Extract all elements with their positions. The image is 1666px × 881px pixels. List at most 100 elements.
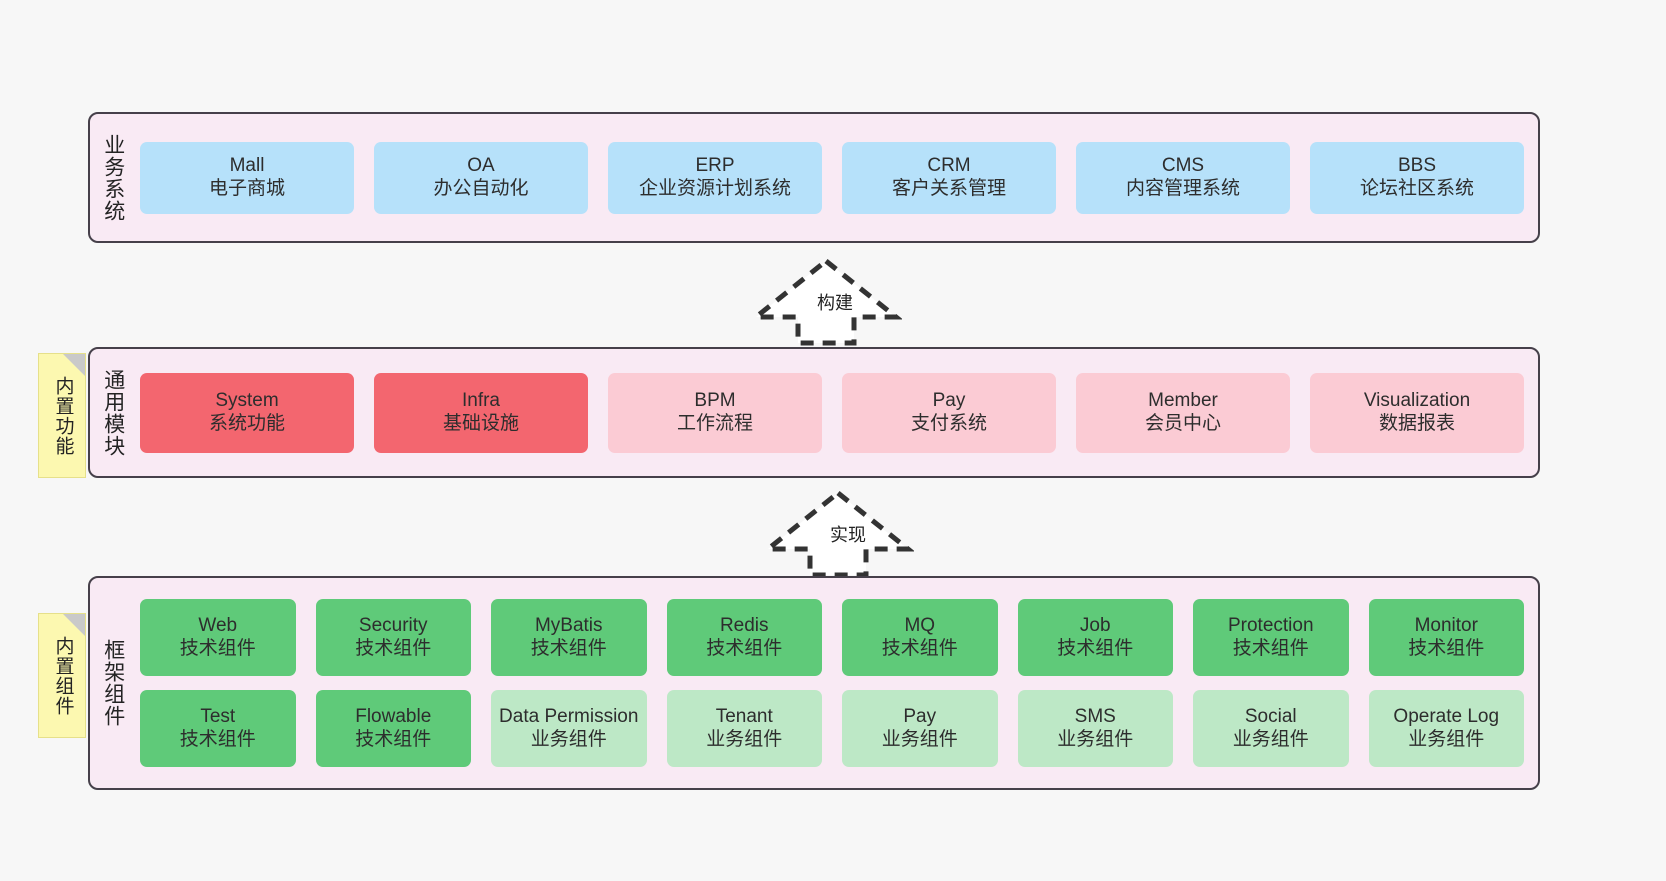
card-subtitle: 基础设施: [442, 412, 519, 434]
card-row-business: Test 技术组件 Flowable 技术组件 Data Permission …: [140, 690, 1524, 767]
card-title: System: [215, 389, 279, 411]
card-protection[interactable]: Protection 技术组件: [1193, 599, 1349, 676]
card-title: Redis: [719, 614, 769, 636]
card-row-technical: Web 技术组件 Security 技术组件 MyBatis 技术组件 Redi…: [140, 599, 1524, 676]
connector-arrow-implement: [762, 489, 914, 578]
card-title: BBS: [1397, 154, 1437, 176]
card-title: CRM: [927, 154, 971, 176]
note-label: 内置功能: [52, 375, 74, 456]
card-web[interactable]: Web 技术组件: [140, 599, 296, 676]
card-title: Pay: [932, 389, 966, 411]
card-monitor[interactable]: Monitor 技术组件: [1368, 599, 1524, 676]
arrow-outline: [762, 489, 914, 578]
card-pay-business[interactable]: Pay 业务组件: [842, 690, 998, 767]
card-title: Job: [1079, 614, 1111, 636]
card-sms[interactable]: SMS 业务组件: [1017, 690, 1173, 767]
card-subtitle: 数据报表: [1378, 412, 1455, 434]
layer-framework-components: 框架组件 Web 技术组件 Security 技术组件 MyBatis 技术组件…: [88, 576, 1540, 790]
card-member[interactable]: Member 会员中心: [1076, 372, 1290, 453]
card-subtitle: 企业资源计划系统: [638, 177, 791, 199]
card-erp[interactable]: ERP 企业资源计划系统: [608, 141, 822, 214]
card-title: Pay: [903, 705, 937, 727]
card-title: Data Permission: [499, 705, 639, 727]
connector-arrow-build: [750, 257, 902, 346]
card-subtitle: 技术组件: [706, 637, 783, 659]
card-title: Social: [1244, 705, 1297, 727]
card-mybatis[interactable]: MyBatis 技术组件: [491, 599, 647, 676]
card-title: Member: [1148, 389, 1218, 411]
card-title: CMS: [1161, 154, 1205, 176]
card-visualization[interactable]: Visualization 数据报表: [1310, 372, 1524, 453]
card-title: OA: [467, 154, 495, 176]
card-row: Mall 电子商城 OA 办公自动化 ERP 企业资源计划系统 CRM 客户关系…: [140, 141, 1524, 214]
card-social[interactable]: Social 业务组件: [1193, 690, 1349, 767]
card-data-permission[interactable]: Data Permission 业务组件: [491, 690, 647, 767]
card-title: MQ: [904, 614, 936, 636]
layer-body-framework: Web 技术组件 Security 技术组件 MyBatis 技术组件 Redi…: [136, 578, 1538, 788]
layer-business-systems: 业务系统 Mall 电子商城 OA 办公自动化 ERP 企业资源计划系统 CRM…: [88, 112, 1540, 243]
card-subtitle: 办公自动化: [433, 177, 529, 199]
card-title: Security: [358, 614, 428, 636]
layer-title-common: 通用模块: [101, 368, 125, 457]
card-subtitle: 技术组件: [1408, 637, 1485, 659]
card-subtitle: 技术组件: [1057, 637, 1134, 659]
layer-title-business: 业务系统: [101, 133, 125, 222]
card-bbs[interactable]: BBS 论坛社区系统: [1310, 141, 1524, 214]
card-subtitle: 业务组件: [1057, 728, 1134, 750]
card-system[interactable]: System 系统功能: [140, 372, 354, 453]
card-subtitle: 论坛社区系统: [1359, 177, 1474, 199]
card-subtitle: 技术组件: [1232, 637, 1309, 659]
card-subtitle: 系统功能: [208, 412, 285, 434]
card-title: Monitor: [1414, 614, 1478, 636]
card-security[interactable]: Security 技术组件: [315, 599, 471, 676]
card-operate-log[interactable]: Operate Log 业务组件: [1368, 690, 1524, 767]
card-flowable[interactable]: Flowable 技术组件: [315, 690, 471, 767]
card-job[interactable]: Job 技术组件: [1017, 599, 1173, 676]
card-pay[interactable]: Pay 支付系统: [842, 372, 1056, 453]
card-subtitle: 业务组件: [1408, 728, 1485, 750]
layer-title-framework: 框架组件: [101, 639, 125, 727]
card-subtitle: 业务组件: [706, 728, 783, 750]
card-title: Operate Log: [1393, 705, 1500, 727]
card-tenant[interactable]: Tenant 业务组件: [666, 690, 822, 767]
card-title: SMS: [1074, 705, 1116, 727]
card-test[interactable]: Test 技术组件: [140, 690, 296, 767]
card-title: Flowable: [355, 705, 432, 727]
note-fold-corner: [63, 614, 85, 636]
layer-body-business: Mall 电子商城 OA 办公自动化 ERP 企业资源计划系统 CRM 客户关系…: [136, 114, 1538, 241]
card-subtitle: 工作流程: [676, 412, 753, 434]
card-subtitle: 电子商城: [208, 177, 285, 199]
connector-label-implement: 实现: [830, 525, 866, 545]
card-title: Test: [200, 705, 236, 727]
connector-label-build: 构建: [817, 293, 853, 313]
card-row: System 系统功能 Infra 基础设施 BPM 工作流程 Pay 支付系统…: [140, 372, 1524, 453]
card-cms[interactable]: CMS 内容管理系统: [1076, 141, 1290, 214]
card-subtitle: 业务组件: [881, 728, 958, 750]
card-subtitle: 支付系统: [910, 412, 987, 434]
card-title: ERP: [695, 154, 735, 176]
card-title: Web: [198, 614, 238, 636]
card-redis[interactable]: Redis 技术组件: [666, 599, 822, 676]
card-subtitle: 业务组件: [1232, 728, 1309, 750]
note-label: 内置组件: [52, 635, 74, 716]
card-mall[interactable]: Mall 电子商城: [140, 141, 354, 214]
card-subtitle: 内容管理系统: [1125, 177, 1240, 199]
card-crm[interactable]: CRM 客户关系管理: [842, 141, 1056, 214]
card-mq[interactable]: MQ 技术组件: [842, 599, 998, 676]
card-oa[interactable]: OA 办公自动化: [374, 141, 588, 214]
card-infra[interactable]: Infra 基础设施: [374, 372, 588, 453]
card-title: Mall: [229, 154, 265, 176]
card-subtitle: 技术组件: [179, 728, 256, 750]
note-builtin-features: 内置功能: [38, 353, 86, 478]
card-title: BPM: [694, 389, 736, 411]
card-subtitle: 客户关系管理: [891, 177, 1006, 199]
card-title: Protection: [1227, 614, 1314, 636]
note-fold-corner: [63, 354, 85, 376]
note-builtin-components: 内置组件: [38, 613, 86, 738]
card-subtitle: 技术组件: [530, 637, 607, 659]
card-subtitle: 业务组件: [530, 728, 607, 750]
card-subtitle: 技术组件: [355, 637, 432, 659]
card-subtitle: 技术组件: [179, 637, 256, 659]
card-bpm[interactable]: BPM 工作流程: [608, 372, 822, 453]
